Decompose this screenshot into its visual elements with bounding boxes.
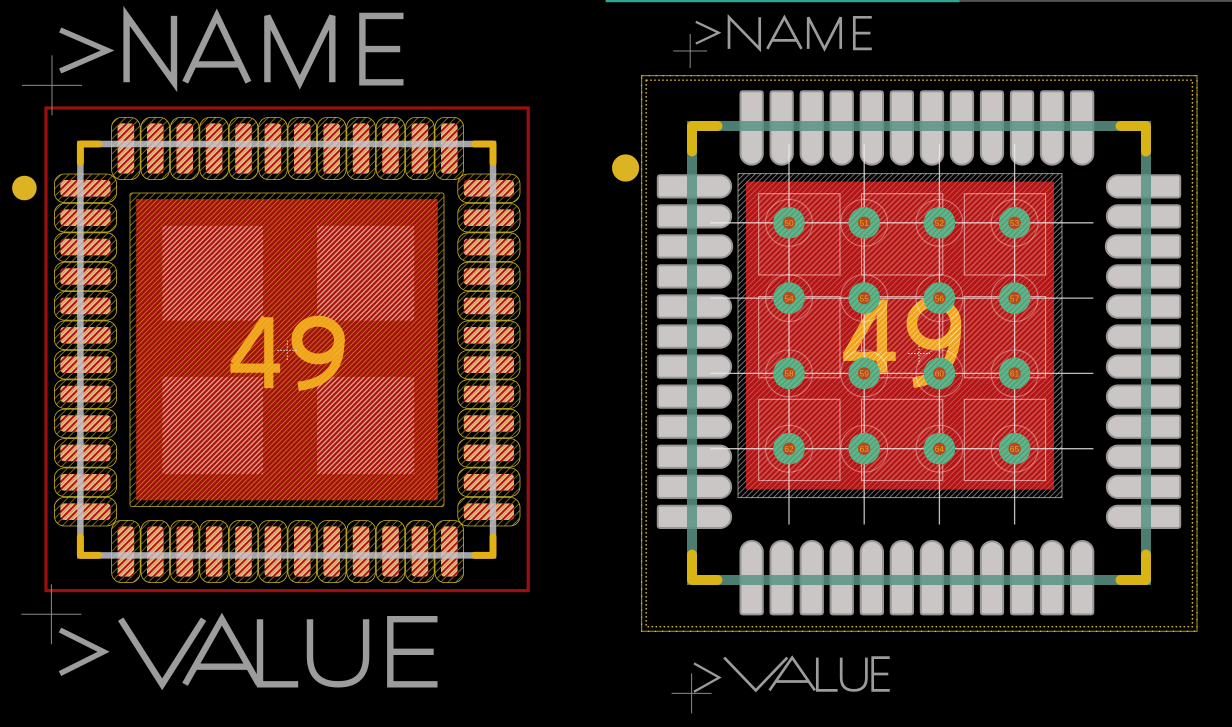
- svg-text:64: 64: [935, 444, 945, 454]
- svg-text:50: 50: [784, 218, 794, 228]
- svg-text:56: 56: [935, 293, 945, 303]
- svg-text:58: 58: [784, 369, 794, 379]
- svg-text:55: 55: [860, 293, 870, 303]
- svg-text:65: 65: [1010, 444, 1020, 454]
- svg-text:63: 63: [860, 444, 870, 454]
- svg-text:51: 51: [860, 218, 870, 228]
- svg-text:62: 62: [784, 444, 794, 454]
- svg-text:60: 60: [935, 369, 945, 379]
- svg-text:52: 52: [935, 218, 945, 228]
- svg-text:54: 54: [784, 293, 794, 303]
- svg-text:59: 59: [860, 369, 870, 379]
- svg-text:61: 61: [1010, 369, 1020, 379]
- svg-text:57: 57: [1010, 293, 1020, 303]
- svg-text:53: 53: [1010, 218, 1020, 228]
